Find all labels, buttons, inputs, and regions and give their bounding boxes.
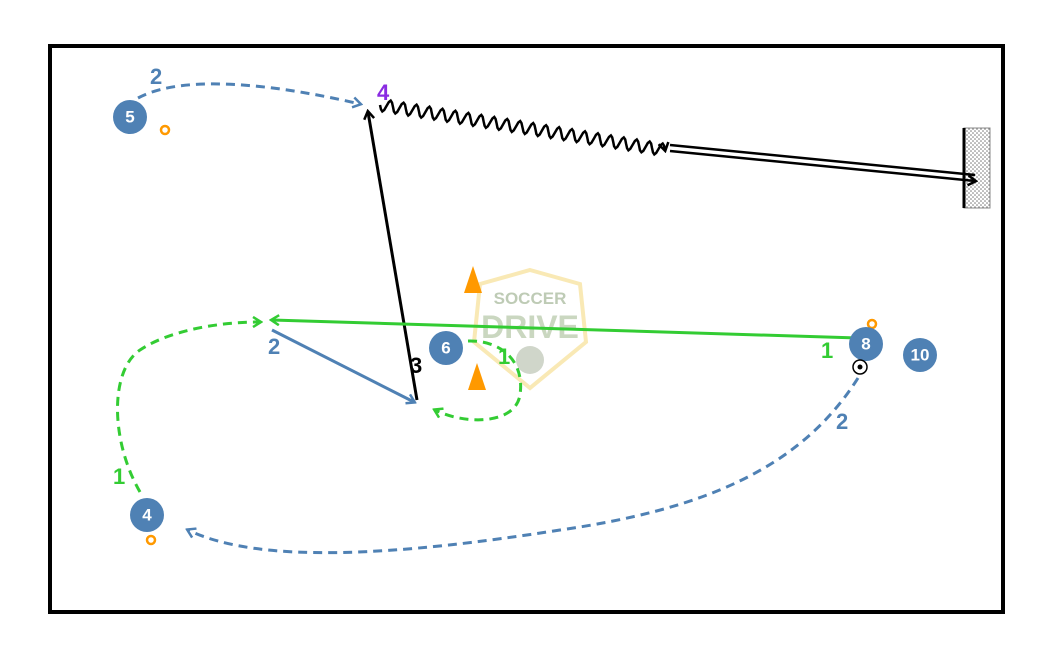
player-6: 6 xyxy=(429,331,463,365)
logo-top-text: SOCCER xyxy=(494,289,567,308)
label-run-6: 1 xyxy=(498,344,510,369)
pass-3-arrow xyxy=(368,112,419,401)
goal xyxy=(963,127,991,209)
svg-text:5: 5 xyxy=(125,108,134,127)
label-run-5: 2 xyxy=(150,64,162,89)
pass-8-green xyxy=(272,320,859,340)
run-8-blue-dashed xyxy=(188,377,860,555)
cone-top xyxy=(464,266,482,293)
player-8: 8 xyxy=(849,327,883,361)
label-pass-8: 1 xyxy=(821,338,833,363)
player-10: 10 xyxy=(903,338,937,372)
shot-line-b xyxy=(669,149,975,181)
dribble-wavy-line xyxy=(378,98,665,157)
cone-bottom xyxy=(468,363,486,390)
svg-text:8: 8 xyxy=(861,335,870,354)
shot-line-a xyxy=(669,143,976,177)
run-4-green-dashed xyxy=(116,322,261,493)
label-run-8: 2 xyxy=(836,409,848,434)
label-pass-3: 3 xyxy=(410,353,422,378)
player-5: 5 xyxy=(113,100,147,134)
svg-text:6: 6 xyxy=(441,339,450,358)
marker-cone xyxy=(159,124,171,136)
marker-cone xyxy=(145,534,157,546)
run-5-dashed xyxy=(137,82,360,104)
marker-cone xyxy=(866,318,878,330)
label-shot-4: 4 xyxy=(377,80,390,105)
ball-icon xyxy=(852,359,868,375)
player-4: 4 xyxy=(130,498,164,532)
pass-blue xyxy=(271,328,414,402)
label-run-4: 1 xyxy=(113,464,125,489)
svg-text:4: 4 xyxy=(142,506,152,525)
svg-text:10: 10 xyxy=(911,346,930,365)
label-pass-blue: 2 xyxy=(268,334,280,359)
run-6-green-dashed xyxy=(435,339,523,422)
